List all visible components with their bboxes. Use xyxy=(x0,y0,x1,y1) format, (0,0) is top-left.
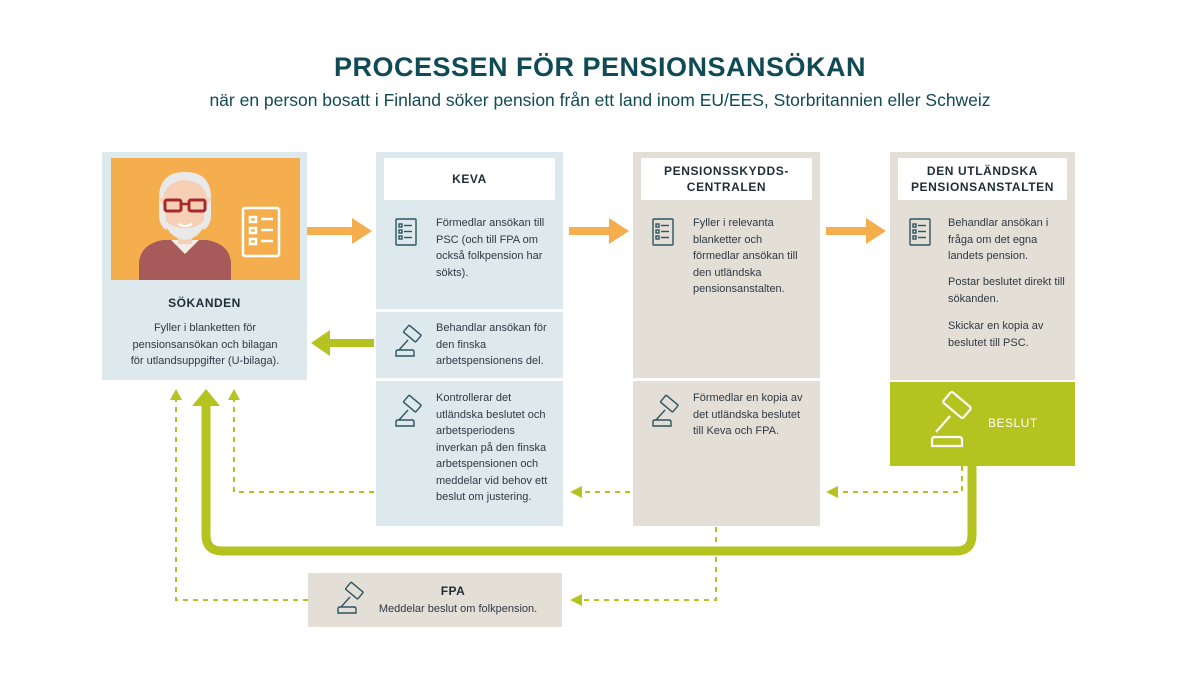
arrow-psc-to-foreign xyxy=(826,218,886,244)
gavel-icon xyxy=(652,394,679,427)
gavel-icon xyxy=(395,324,422,357)
decision-box: BESLUT xyxy=(890,382,1075,466)
fpa-card: FPA Meddelar beslut om folkpension. xyxy=(308,573,562,627)
keva-header: KEVA xyxy=(384,158,555,200)
checklist-icon xyxy=(909,218,931,246)
keva-step2-text: Behandlar ansökan för den finska arbetsp… xyxy=(436,322,547,367)
foreign-header: DEN UTLÄNDSKA PENSIONSANSTALTEN xyxy=(898,158,1067,200)
dashed-psc-to-fpa xyxy=(580,527,717,601)
applicant-text: Fyller i blanketten för pensionsansökan … xyxy=(130,322,280,367)
foreign-step2-text: Postar beslutet direkt till sökanden. xyxy=(948,276,1065,305)
applicant-card: SÖKANDEN Fyller i blanketten för pension… xyxy=(102,152,307,380)
psc-column: PENSIONSSKYDDS-CENTRALEN Fyller i releva… xyxy=(633,152,820,526)
applicant-label: SÖKANDEN xyxy=(168,296,241,310)
gavel-icon xyxy=(930,390,972,448)
psc-step1-text: Fyller i relevanta blanketter och förmed… xyxy=(693,217,798,295)
psc-step2-text: Förmedlar en kopia av det utländska besl… xyxy=(693,392,803,437)
arrow-keva-to-psc xyxy=(569,218,629,244)
page-title: PROCESSEN FÖR PENSIONSANSÖKAN xyxy=(333,52,867,82)
decision-path-arrowhead xyxy=(192,389,220,406)
decision-path xyxy=(201,405,977,556)
psc-divider xyxy=(633,378,820,381)
gavel-icon xyxy=(337,581,364,614)
psc-header: PENSIONSSKYDDS-CENTRALEN xyxy=(641,158,812,200)
arrow-applicant-to-keva xyxy=(299,218,372,244)
dashed-foreign-to-psc xyxy=(836,466,963,493)
person-avatar-icon xyxy=(139,172,281,280)
foreign-column: DEN UTLÄNDSKA PENSIONSANSTALTEN Behandla… xyxy=(890,152,1075,380)
foreign-step3-text: Skickar en kopia av beslutet till PSC. xyxy=(948,320,1044,349)
checklist-icon xyxy=(395,218,417,246)
arrow-keva-to-applicant xyxy=(311,330,374,356)
checklist-icon xyxy=(652,218,674,246)
fpa-header: FPA xyxy=(440,584,466,598)
keva-divider-1 xyxy=(376,309,563,312)
keva-divider-2 xyxy=(376,378,563,381)
keva-step1-text: Förmedlar ansökan till PSC (och till FPA… xyxy=(436,217,545,279)
fpa-text: Meddelar beslut om folkpension. xyxy=(378,603,538,615)
foreign-step1-text: Behandlar ansökan i fråga om det egna la… xyxy=(948,217,1049,262)
gavel-icon xyxy=(395,394,422,427)
page-subtitle: när en person bosatt i Finland söker pen… xyxy=(209,90,991,110)
decision-label: BESLUT xyxy=(988,416,1038,430)
keva-step3-text: Kontrollerar det utländska beslutet och … xyxy=(436,392,548,503)
applicant-illustration xyxy=(111,158,300,280)
dashed-fpa-to-applicant xyxy=(175,398,308,601)
keva-column: KEVA Förmedlar ansökan till PSC (och til… xyxy=(376,152,563,526)
dashed-keva-to-applicant xyxy=(233,398,374,493)
